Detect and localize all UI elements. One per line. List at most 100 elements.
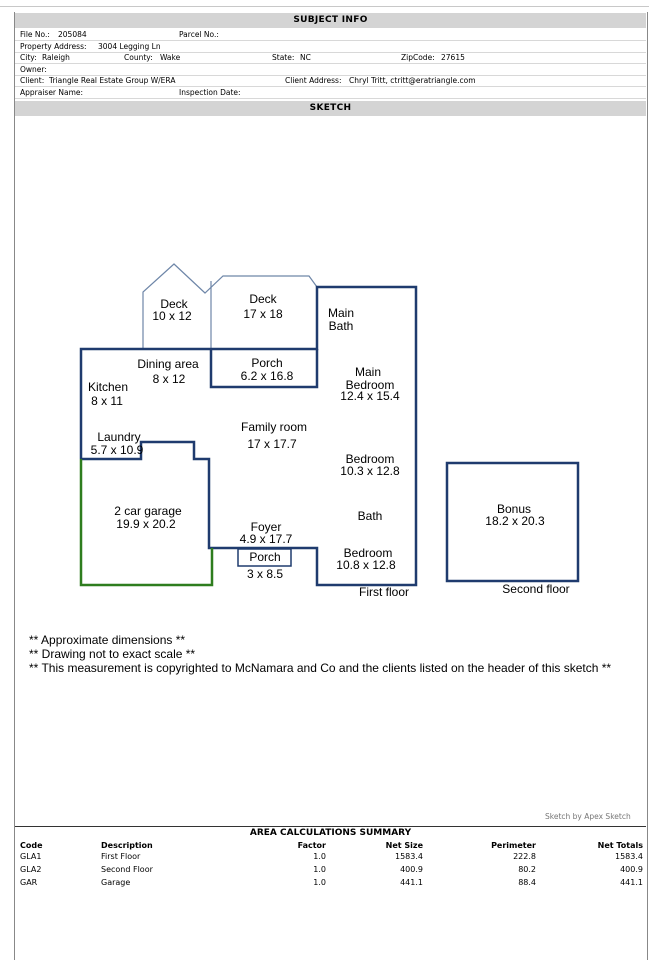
col-perimeter: Perimeter bbox=[491, 841, 536, 850]
second-floor-label: Second floor bbox=[502, 582, 569, 596]
county-value: Wake bbox=[160, 53, 181, 62]
deck2-name: Deck bbox=[249, 292, 277, 306]
note-copyright: ** This measurement is copyrighted to Mc… bbox=[29, 661, 612, 675]
first-floor-outline bbox=[79, 285, 418, 587]
bath-name: Bath bbox=[358, 509, 383, 523]
client-label: Client: bbox=[20, 76, 45, 85]
client-address-value: Chryl Tritt, ctritt@eratriangle.com bbox=[349, 76, 476, 85]
row3-net-totals: 441.1 bbox=[620, 878, 643, 887]
row-address: Property Address: 3004 Legging Ln bbox=[15, 41, 646, 53]
porch-top-size: 6.2 x 16.8 bbox=[241, 369, 294, 383]
row3-perimeter: 88.4 bbox=[518, 878, 536, 887]
sketch-header: SKETCH bbox=[15, 101, 646, 116]
zip-value: 27615 bbox=[441, 53, 465, 62]
row-file: File No.: 205084 Parcel No.: bbox=[15, 29, 646, 41]
main-bedroom-line1: Main bbox=[355, 365, 381, 379]
garage-name: 2 car garage bbox=[114, 504, 182, 518]
col-net-totals: Net Totals bbox=[597, 841, 643, 850]
row1-description: First Floor bbox=[101, 852, 141, 861]
bonus-name: Bonus bbox=[497, 502, 531, 516]
page-frame bbox=[14, 12, 648, 960]
note-not-to-scale: ** Drawing not to exact scale ** bbox=[29, 647, 196, 661]
city-value: Raleigh bbox=[42, 53, 70, 62]
deck-outline bbox=[142, 263, 318, 349]
foyer-size: 4.9 x 17.7 bbox=[240, 532, 293, 546]
note-approximate: ** Approximate dimensions ** bbox=[29, 633, 186, 647]
row2-description: Second Floor bbox=[101, 865, 153, 874]
inspection-date-label: Inspection Date: bbox=[179, 88, 241, 97]
family-room-name: Family room bbox=[241, 420, 307, 434]
col-code: Code bbox=[20, 841, 43, 850]
porch-top-outline bbox=[209, 349, 319, 389]
row2-factor: 1.0 bbox=[313, 865, 326, 874]
foyer-name: Foyer bbox=[251, 520, 282, 534]
row3-factor: 1.0 bbox=[313, 878, 326, 887]
bonus-size: 18.2 x 20.3 bbox=[485, 514, 545, 528]
state-label: State: bbox=[272, 53, 295, 62]
main-bedroom-size: 12.4 x 15.4 bbox=[340, 389, 400, 403]
file-no-label: File No.: bbox=[20, 30, 50, 39]
laundry-size: 5.7 x 10.9 bbox=[91, 443, 144, 457]
row2-net-size: 400.9 bbox=[400, 865, 423, 874]
main-bedroom-line2: Bedroom bbox=[346, 378, 395, 392]
kitchen-size: 8 x 11 bbox=[91, 394, 123, 408]
state-value: NC bbox=[300, 53, 311, 62]
client-value: Triangle Real Estate Group W/ERA bbox=[49, 76, 176, 85]
row2-perimeter: 80.2 bbox=[518, 865, 536, 874]
row1-factor: 1.0 bbox=[313, 852, 326, 861]
row1-net-size: 1583.4 bbox=[395, 852, 423, 861]
main-bath-line1: Main bbox=[328, 306, 354, 320]
col-net-size: Net Size bbox=[385, 841, 423, 850]
porch-small-size: 3 x 8.5 bbox=[247, 567, 283, 581]
county-label: County: bbox=[124, 53, 153, 62]
subject-info-header: SUBJECT INFO bbox=[15, 13, 646, 28]
porch-top-name: Porch bbox=[251, 356, 282, 370]
client-address-label: Client Address: bbox=[285, 76, 342, 85]
dining-name: Dining area bbox=[137, 357, 199, 371]
main-bath-line2: Bath bbox=[329, 319, 354, 333]
parcel-no-label: Parcel No.: bbox=[179, 30, 219, 39]
appraiser-label: Appraiser Name: bbox=[20, 88, 84, 97]
top-rule bbox=[0, 6, 649, 7]
deck1-size: 10 x 12 bbox=[152, 309, 192, 323]
deck2-size: 17 x 18 bbox=[243, 307, 283, 321]
property-address-value: 3004 Legging Ln bbox=[98, 42, 161, 51]
row-city: City: Raleigh County: Wake State: NC Zip… bbox=[15, 52, 646, 64]
row-client: Client: Triangle Real Estate Group W/ERA… bbox=[15, 75, 646, 87]
row-appraiser: Appraiser Name: Inspection Date: bbox=[15, 87, 646, 99]
row1-code: GLA1 bbox=[20, 852, 42, 861]
bonus-outline bbox=[445, 461, 580, 583]
row3-net-size: 441.1 bbox=[400, 878, 423, 887]
row1-perimeter: 222.8 bbox=[513, 852, 536, 861]
row3-description: Garage bbox=[101, 878, 131, 887]
summary-title: AREA CALCULATIONS SUMMARY bbox=[249, 828, 412, 838]
row1-net-totals: 1583.4 bbox=[615, 852, 643, 861]
col-factor: Factor bbox=[297, 841, 326, 850]
bedroom2-size: 10.8 x 12.8 bbox=[336, 558, 396, 572]
row-owner: Owner: bbox=[15, 64, 646, 76]
porch-small-name: Porch bbox=[249, 550, 280, 564]
owner-label: Owner: bbox=[20, 65, 47, 74]
laundry-name: Laundry bbox=[97, 430, 140, 444]
city-label: City: bbox=[20, 53, 37, 62]
bedroom1-size: 10.3 x 12.8 bbox=[340, 464, 400, 478]
bedroom1-name: Bedroom bbox=[346, 452, 395, 466]
family-room-size: 17 x 17.7 bbox=[247, 437, 297, 451]
file-no-value: 205084 bbox=[58, 30, 87, 39]
col-description: Description bbox=[101, 841, 153, 850]
row2-code: GLA2 bbox=[20, 865, 42, 874]
zip-label: ZipCode: bbox=[401, 53, 435, 62]
bedroom2-name: Bedroom bbox=[344, 546, 393, 560]
property-address-label: Property Address: bbox=[20, 42, 87, 51]
kitchen-name: Kitchen bbox=[88, 380, 128, 394]
first-floor-label: First floor bbox=[359, 585, 409, 599]
row3-code: GAR bbox=[20, 878, 38, 887]
dining-size: 8 x 12 bbox=[153, 372, 186, 386]
deck1-name: Deck bbox=[160, 297, 188, 311]
summary-rule bbox=[15, 826, 646, 827]
garage-size: 19.9 x 20.2 bbox=[116, 517, 176, 531]
sketch-credit: Sketch by Apex Sketch bbox=[545, 812, 631, 821]
row2-net-totals: 400.9 bbox=[620, 865, 643, 874]
garage-outline bbox=[79, 459, 214, 587]
